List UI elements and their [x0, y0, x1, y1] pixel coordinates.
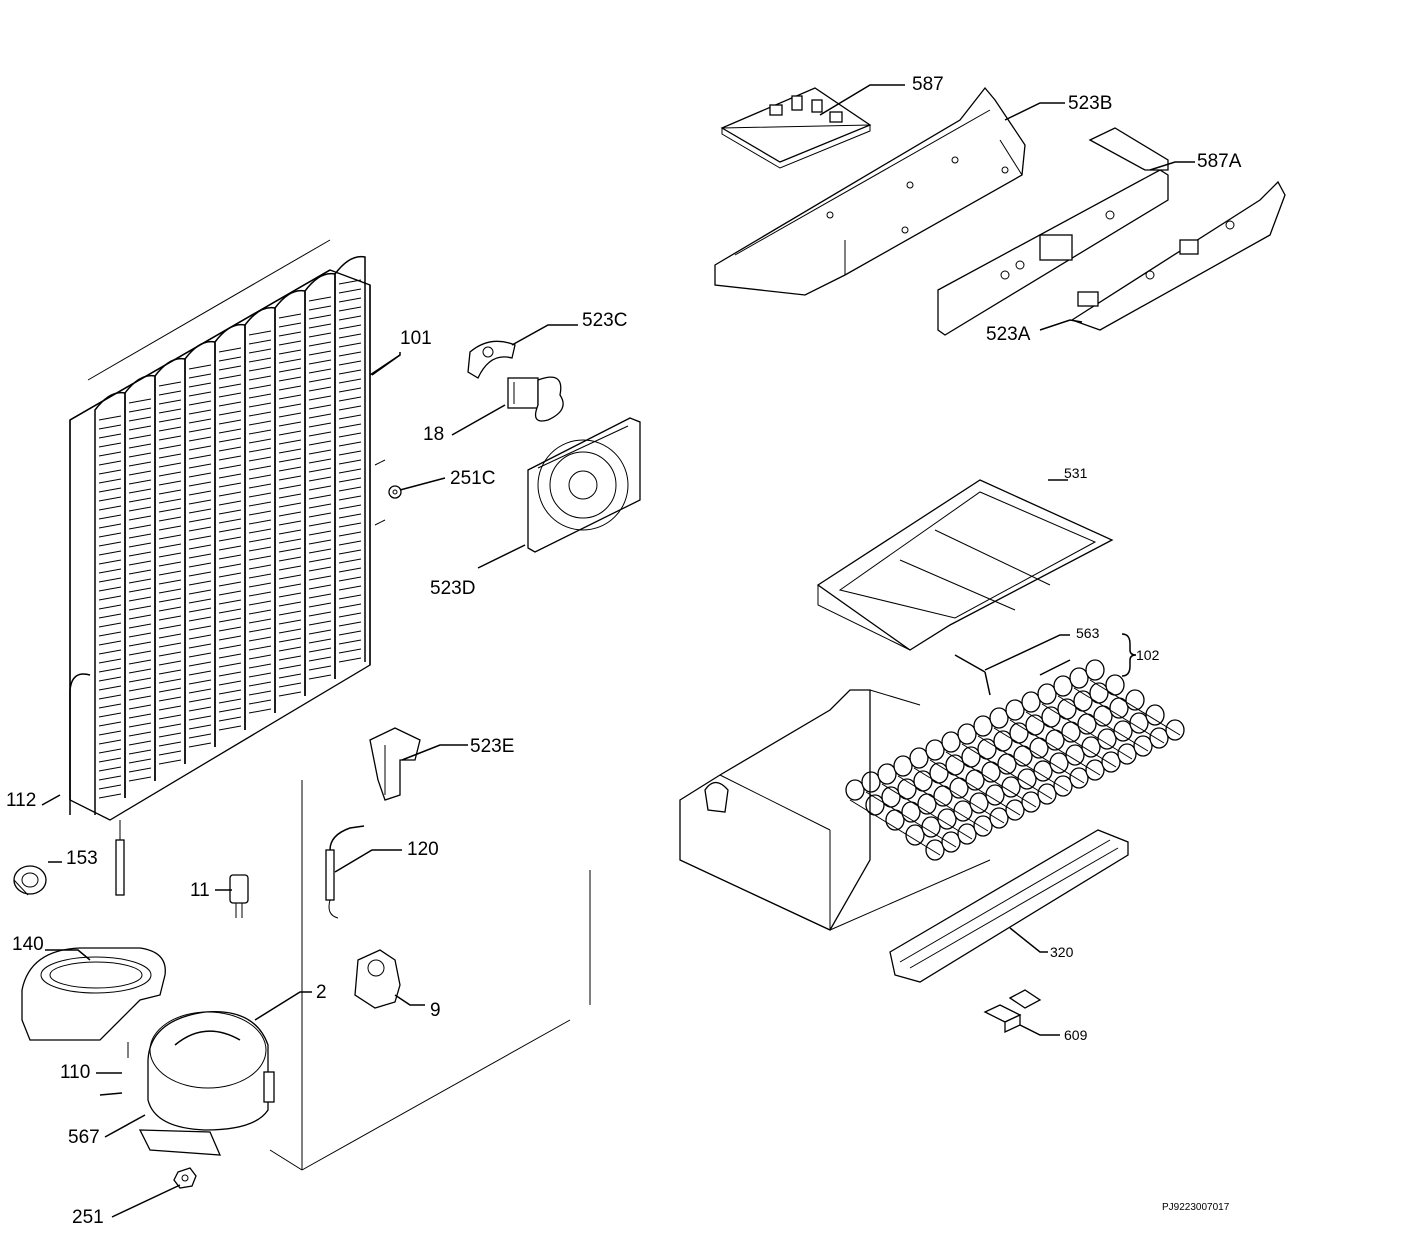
label-18: 18 [423, 424, 444, 445]
label-609: 609 [1064, 1027, 1088, 1043]
cover-531 [816, 479, 1114, 651]
label-587a: 587A [1197, 151, 1242, 172]
label-2: 2 [316, 982, 327, 1003]
connector-9 [354, 949, 401, 1009]
label-523e: 523E [470, 736, 514, 757]
label-563: 563 [1076, 625, 1100, 641]
label-587: 587 [912, 74, 944, 95]
label-523d: 523D [430, 578, 475, 599]
drip-tray-140 [21, 947, 166, 1041]
label-11: 11 [190, 880, 210, 901]
label-567: 567 [68, 1127, 100, 1148]
label-251c: 251C [450, 468, 495, 489]
pcb-587 [720, 87, 872, 169]
clip-523e [369, 727, 421, 801]
compressor-2 [138, 1010, 275, 1156]
pin-110 [99, 1042, 129, 1096]
label-9: 9 [430, 1000, 441, 1021]
label-120: 120 [407, 839, 439, 860]
leader-lines [41, 84, 1195, 1218]
fan-housing-523d [527, 417, 641, 553]
sensor-120 [325, 825, 365, 919]
strip-320 [889, 829, 1129, 983]
cabinet-outline [87, 239, 591, 1171]
label-251: 251 [72, 1207, 104, 1228]
grommet-153 [13, 865, 47, 896]
part-labels: 587 523B 587A 523A 523C 101 18 251C 523D… [6, 74, 1242, 1228]
housing-523b [714, 86, 1026, 296]
bracket-523c [467, 340, 516, 379]
evaporator-housing [679, 689, 991, 931]
nut-251 [173, 1167, 197, 1189]
label-523b: 523B [1068, 93, 1112, 114]
label-523c: 523C [582, 310, 627, 331]
label-140: 140 [12, 934, 44, 955]
label-153: 153 [66, 848, 98, 869]
label-110: 110 [60, 1062, 90, 1083]
drawing-code: PJ9223007017 [1162, 1202, 1230, 1213]
fan-motor-18 [507, 376, 564, 422]
label-112: 112 [6, 790, 36, 811]
condenser-coil [69, 255, 371, 821]
label-102: 102 [1136, 647, 1160, 663]
washer-251c [388, 485, 402, 499]
label-101: 101 [400, 328, 432, 349]
label-531: 531 [1064, 465, 1088, 481]
relay-11 [229, 874, 249, 918]
evaporator-563 [845, 654, 1185, 861]
panel-587a [937, 127, 1169, 336]
label-523a: 523A [986, 324, 1031, 345]
label-320: 320 [1050, 944, 1074, 960]
pipe-112 [69, 673, 125, 896]
bar-523a [1070, 180, 1286, 331]
clips-609 [983, 989, 1042, 1034]
